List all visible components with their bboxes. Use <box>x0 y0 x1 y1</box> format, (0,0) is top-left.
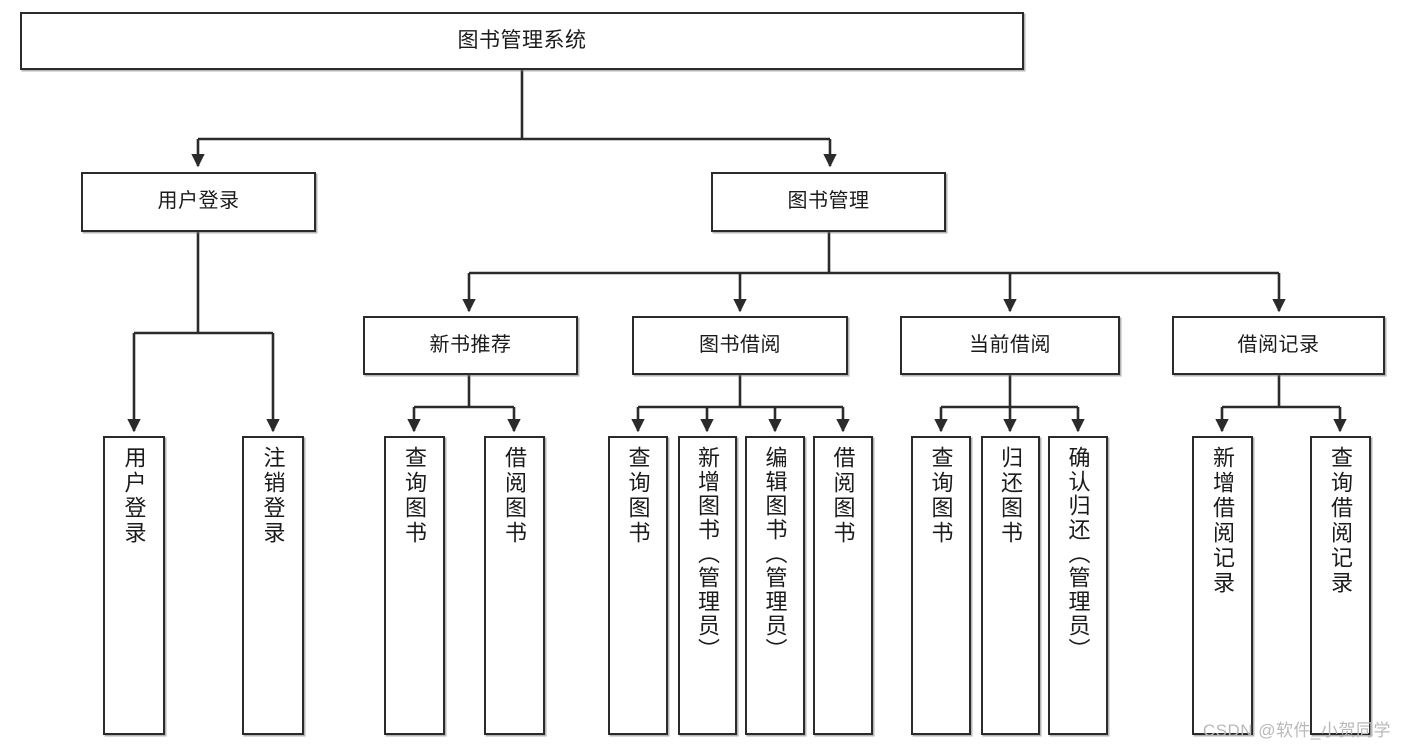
node-book-borrow[interactable]: 图书借阅 <box>632 316 848 375</box>
node-label: 查询借阅记录 <box>1328 446 1354 596</box>
node-label: 确认归还（管理员） <box>1065 446 1091 662</box>
node-label: 借阅图书 <box>502 446 528 546</box>
node-user-login[interactable]: 用户登录 <box>81 172 316 232</box>
node-label: 编辑图书（管理员） <box>762 446 788 662</box>
leaf-new-book-query[interactable]: 查询图书 <box>384 436 445 735</box>
leaf-book-borrow-edit[interactable]: 编辑图书（管理员） <box>745 436 805 735</box>
node-new-book-recommend[interactable]: 新书推荐 <box>363 316 578 375</box>
node-label: 查询图书 <box>402 446 428 546</box>
node-root-system[interactable]: 图书管理系统 <box>20 12 1024 70</box>
node-label: 注销登录 <box>260 446 286 546</box>
node-label: 用户登录 <box>157 190 240 213</box>
node-label: 图书借阅 <box>699 333 781 356</box>
node-label: 借阅记录 <box>1237 333 1320 356</box>
node-label: 查询图书 <box>928 446 954 546</box>
node-label: 新增借阅记录 <box>1210 446 1236 596</box>
leaf-current-borrow-return[interactable]: 归还图书 <box>981 436 1040 735</box>
leaf-borrow-record-query[interactable]: 查询借阅记录 <box>1310 436 1371 735</box>
leaf-user-login-signin[interactable]: 用户登录 <box>103 436 165 735</box>
node-label: 用户登录 <box>121 446 147 546</box>
leaf-new-book-borrow[interactable]: 借阅图书 <box>484 436 545 735</box>
node-label: 新书推荐 <box>429 333 512 356</box>
node-label: 新增图书（管理员） <box>695 446 721 662</box>
leaf-current-borrow-query[interactable]: 查询图书 <box>911 436 971 735</box>
leaf-book-borrow-add[interactable]: 新增图书（管理员） <box>678 436 737 735</box>
node-book-management[interactable]: 图书管理 <box>711 172 946 232</box>
node-label: 归还图书 <box>998 446 1024 546</box>
node-label: 图书管理系统 <box>457 28 587 52</box>
node-label: 当前借阅 <box>969 333 1051 356</box>
leaf-borrow-record-add[interactable]: 新增借阅记录 <box>1192 436 1253 735</box>
node-label: 借阅图书 <box>830 446 856 546</box>
leaf-book-borrow-query[interactable]: 查询图书 <box>608 436 668 735</box>
node-current-borrow[interactable]: 当前借阅 <box>900 316 1120 375</box>
node-label: 图书管理 <box>787 190 870 213</box>
node-label: 查询图书 <box>625 446 651 546</box>
leaf-current-borrow-confirm-return[interactable]: 确认归还（管理员） <box>1048 436 1108 735</box>
leaf-user-login-signout[interactable]: 注销登录 <box>242 436 304 735</box>
watermark: CSDN @软件_小贺同学 <box>1202 721 1391 740</box>
leaf-book-borrow-borrow[interactable]: 借阅图书 <box>813 436 873 735</box>
node-borrow-record[interactable]: 借阅记录 <box>1172 316 1385 375</box>
